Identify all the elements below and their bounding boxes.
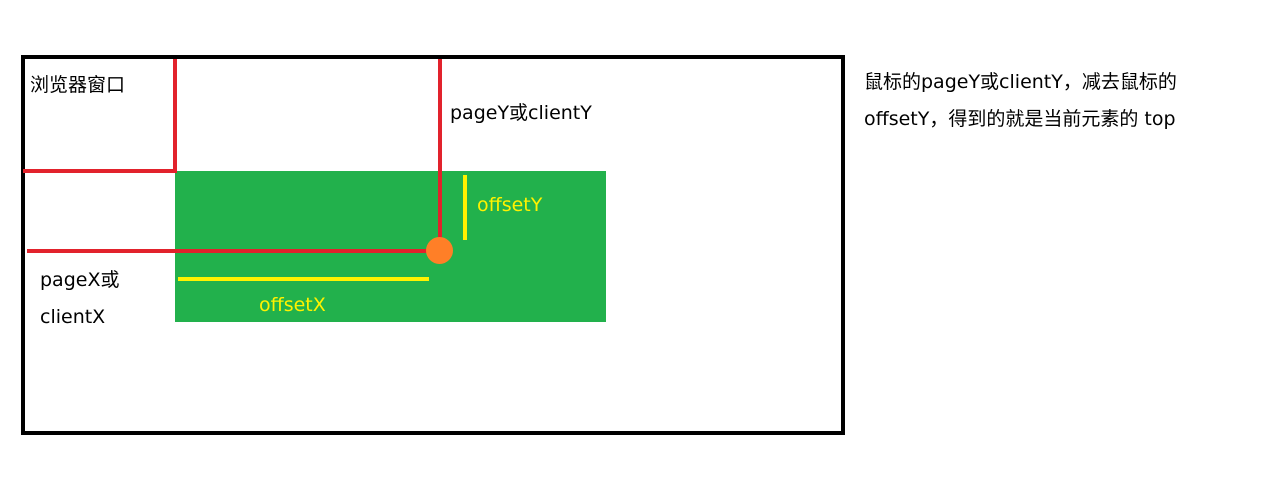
offset-x-label: offsetX <box>259 294 326 316</box>
page-x-line <box>27 249 440 253</box>
offset-y-label: offsetY <box>477 194 543 216</box>
mouse-position-dot <box>426 237 453 264</box>
page-y-line <box>438 59 442 250</box>
explanation-note-line2: offsetY，得到的就是当前元素的 top <box>864 108 1176 130</box>
element-top-edge-line <box>23 169 177 173</box>
element-left-edge-line <box>173 59 177 173</box>
offset-y-line <box>463 175 467 240</box>
browser-window-label: 浏览器窗口 <box>30 74 126 96</box>
offset-x-line <box>178 277 429 281</box>
page-y-label: pageY或clientY <box>450 102 592 124</box>
page-x-label-line2: clientX <box>40 306 106 328</box>
target-element-box <box>175 171 606 322</box>
page-x-label-line1: pageX或 <box>40 269 120 291</box>
explanation-note-line1: 鼠标的pageY或clientY，减去鼠标的 <box>864 71 1177 93</box>
explanation-note: 鼠标的pageY或clientY，减去鼠标的 offsetY，得到的就是当前元素… <box>864 64 1224 138</box>
